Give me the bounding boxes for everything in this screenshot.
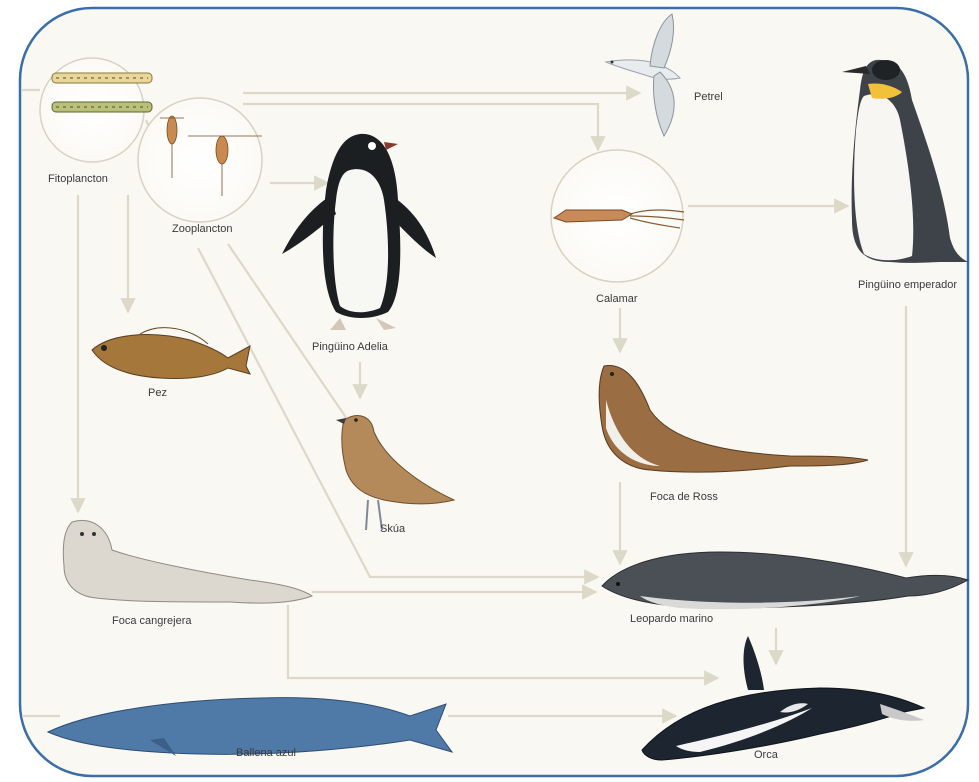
label-fitoplancton: Fitoplancton: [48, 173, 108, 185]
label-pinguino-adelia: Pingüino Adelia: [312, 341, 389, 353]
zooplancton-circle: [138, 98, 262, 222]
label-petrel: Petrel: [694, 91, 723, 103]
label-skua: Skúa: [380, 523, 406, 535]
label-leopardo-marino: Leopardo marino: [630, 613, 713, 625]
label-ballena-azul: Ballena azul: [236, 747, 296, 759]
label-orca: Orca: [754, 749, 779, 761]
label-pinguino-emperador: Pingüino emperador: [858, 279, 957, 291]
label-zooplancton: Zooplancton: [172, 223, 233, 235]
label-calamar: Calamar: [596, 293, 638, 305]
label-foca-cangrejera: Foca cangrejera: [112, 615, 192, 627]
label-foca-ross: Foca de Ross: [650, 491, 718, 503]
label-pez: Pez: [148, 387, 167, 399]
